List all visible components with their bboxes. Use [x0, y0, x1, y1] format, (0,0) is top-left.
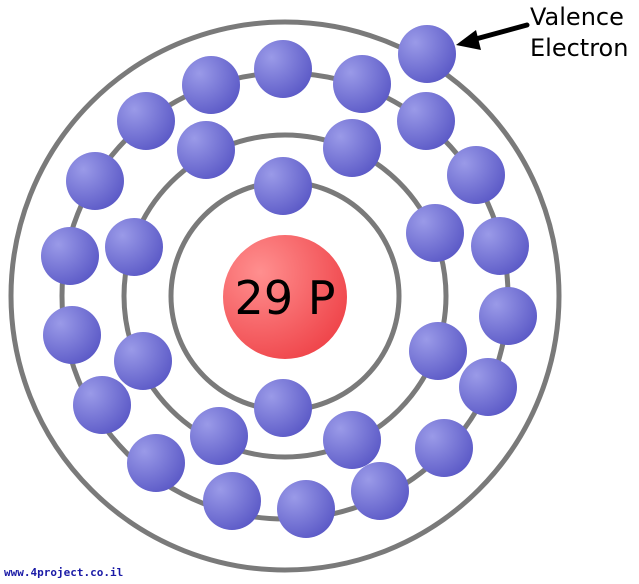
nucleus: 29 P — [223, 235, 347, 359]
electron-shell-3 — [333, 55, 391, 113]
electron-shell-3 — [254, 40, 312, 98]
electron-shell-3 — [203, 472, 261, 530]
electron-shell-3 — [479, 287, 537, 345]
electron-shell-2 — [114, 332, 172, 390]
valence-annotation: Valence Electron — [456, 3, 628, 62]
electron-shell-1 — [254, 379, 312, 437]
electron-shell-3 — [73, 376, 131, 434]
electron-shell-3 — [351, 462, 409, 520]
watermark: www.4project.co.il — [4, 566, 124, 579]
electron-shell-2 — [406, 204, 464, 262]
valence-electron — [398, 25, 456, 83]
electron-shell-3 — [447, 146, 505, 204]
electron-shell-2 — [409, 322, 467, 380]
electron-shell-2 — [177, 121, 235, 179]
electron-shell-3 — [117, 92, 175, 150]
electrons — [41, 25, 537, 538]
valence-label-line1: Valence — [530, 3, 624, 31]
electron-shell-1 — [254, 157, 312, 215]
annotation-arrow-head — [456, 30, 481, 50]
electron-shell-2 — [323, 119, 381, 177]
electron-shell-3 — [41, 227, 99, 285]
electron-shell-3 — [66, 152, 124, 210]
annotation-arrow-shaft — [469, 22, 530, 43]
electron-shell-3 — [127, 434, 185, 492]
nucleus-label: 29 P — [235, 271, 336, 325]
valence-label-line2: Electron — [530, 34, 628, 62]
electron-shell-3 — [415, 419, 473, 477]
electron-shell-2 — [105, 218, 163, 276]
electron-shell-3 — [182, 56, 240, 114]
electron-shell-2 — [323, 411, 381, 469]
electron-shell-3 — [43, 306, 101, 364]
electron-shell-2 — [190, 407, 248, 465]
electron-shell-3 — [459, 358, 517, 416]
nucleus-core — [223, 235, 347, 359]
orbit-shell-2 — [121, 132, 449, 460]
electron-shell-3 — [471, 217, 529, 275]
electron-shell-3 — [277, 480, 335, 538]
orbit-shell-4 — [8, 19, 562, 573]
electron-shell-3 — [397, 92, 455, 150]
